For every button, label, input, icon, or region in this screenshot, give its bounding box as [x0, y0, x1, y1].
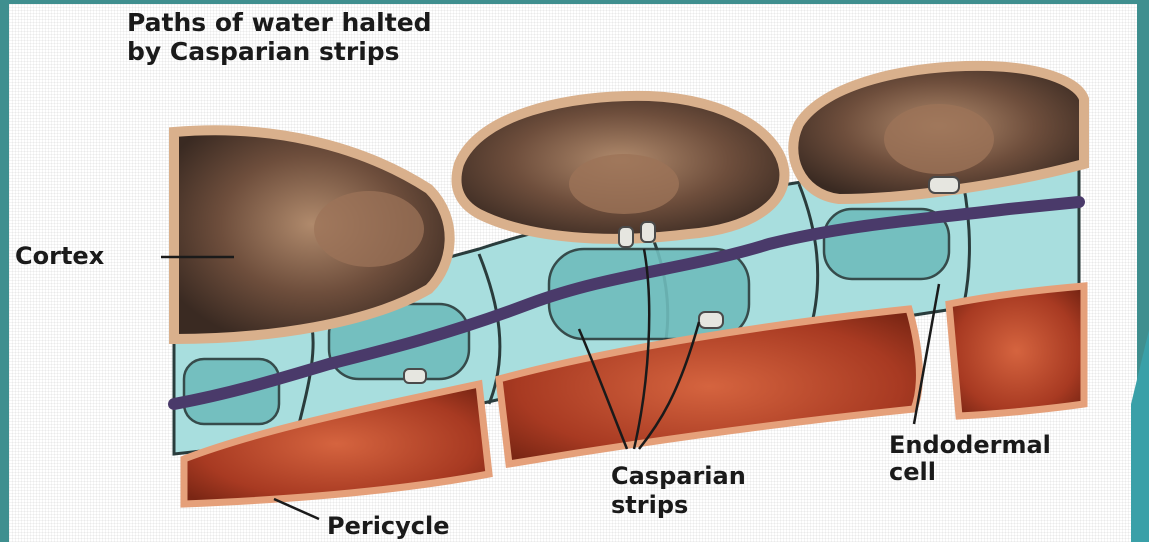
label-casparian-line-1: Casparian: [611, 462, 746, 490]
title-line-1: Paths of water halted: [127, 8, 432, 37]
label-endodermal-line-2: cell: [889, 458, 936, 486]
label-endodermal-line-1: Endodermal: [889, 431, 1051, 459]
label-casparian-strips: Casparian strips: [611, 462, 746, 520]
label-cortex: Cortex: [15, 242, 104, 270]
diagram-title: Paths of water halted by Casparian strip…: [127, 8, 432, 66]
label-pericycle: Pericycle: [327, 512, 450, 540]
title-line-2: by Casparian strips: [127, 37, 400, 66]
label-casparian-line-2: strips: [611, 491, 688, 519]
label-endodermal-cell: Endodermal cell: [889, 432, 1051, 486]
diagram-frame: Paths of water halted by Casparian strip…: [9, 4, 1137, 542]
